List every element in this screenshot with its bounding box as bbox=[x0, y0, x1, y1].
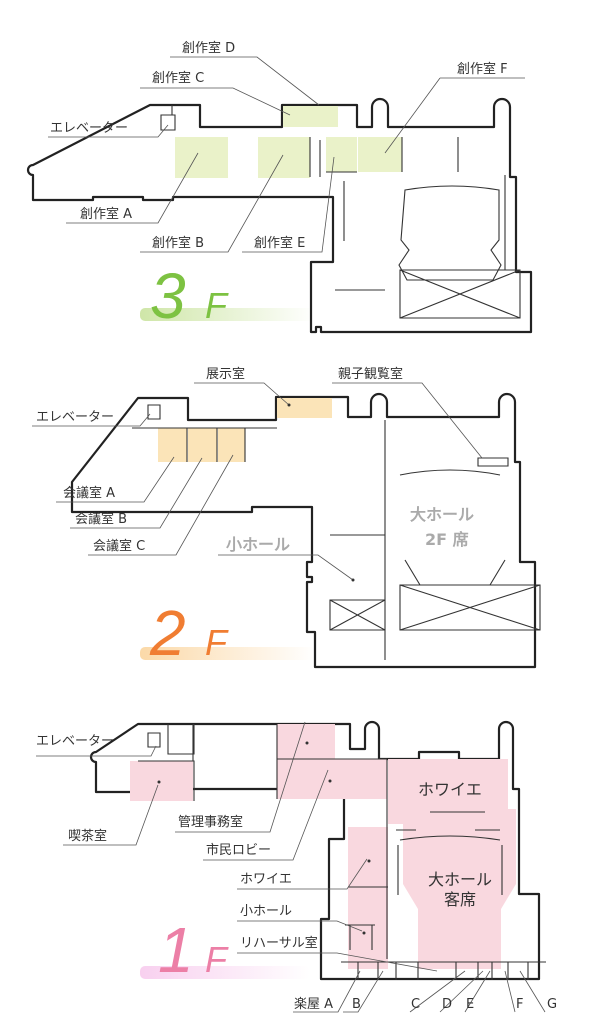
room-3f-f[interactable] bbox=[358, 137, 402, 172]
floor-3f-underline bbox=[140, 308, 315, 321]
label-1f-cafe: 喫茶室 bbox=[68, 828, 107, 844]
label-2f-conf-b: 会議室 B bbox=[75, 511, 127, 527]
label-3f-room-e: 創作室 E bbox=[254, 235, 305, 251]
floor-3f-suffix: F bbox=[205, 285, 229, 326]
label-1f-elevator: エレベーター bbox=[36, 734, 114, 749]
floor-2f-outline bbox=[70, 392, 537, 669]
label-1f-dressing-g: G bbox=[547, 997, 557, 1012]
label-2f-elevator: エレベーター bbox=[36, 410, 114, 425]
label-1f-lobby: 市民ロビー bbox=[206, 842, 271, 858]
room-2f-conf-c[interactable] bbox=[218, 428, 245, 462]
room-1f-office[interactable] bbox=[277, 724, 335, 759]
label-2f-big-hall: 大ホール bbox=[410, 505, 474, 524]
floor-2f-number: 2 bbox=[149, 597, 186, 669]
label-3f-room-d: 創作室 D bbox=[182, 40, 235, 56]
label-1f-dressing-c: C bbox=[411, 997, 420, 1012]
label-1f-dressing-b: B bbox=[352, 997, 361, 1012]
label-1f-big-hall: 大ホール bbox=[428, 870, 492, 889]
label-1f-dressing-a: 楽屋 A bbox=[294, 996, 333, 1012]
label-3f-room-c: 創作室 C bbox=[152, 70, 204, 86]
room-3f-e[interactable] bbox=[326, 137, 357, 172]
room-1f-small-hall[interactable] bbox=[348, 827, 388, 969]
label-3f-elevator: エレベーター bbox=[50, 121, 128, 136]
label-2f-conf-c: 会議室 C bbox=[93, 538, 145, 554]
room-2f-conf-a[interactable] bbox=[158, 428, 187, 462]
room-1f-cafe[interactable] bbox=[130, 761, 193, 801]
room-3f-b[interactable] bbox=[258, 137, 310, 178]
floor-1f-underline bbox=[140, 966, 310, 979]
floor-2f-suffix: F bbox=[205, 622, 229, 663]
room-3f-a[interactable] bbox=[175, 137, 228, 178]
floor-1f-number: 1 bbox=[158, 914, 194, 986]
room-2f-conf-b[interactable] bbox=[188, 428, 217, 462]
floor-1f: エレベーター 喫茶室 管理事務室 市民ロビー ホワイエ 小ホール リハーサル室 … bbox=[36, 720, 557, 1013]
room-3f-c[interactable] bbox=[283, 106, 311, 127]
floor-3f-outline bbox=[26, 97, 533, 334]
label-1f-foyer: ホワイエ bbox=[240, 872, 292, 887]
floor-2f: 展示室 親子観覧室 エレベーター 会議室 A 会議室 B 会議室 C 小ホール … bbox=[32, 366, 541, 669]
label-3f-room-f: 創作室 F bbox=[457, 61, 508, 77]
floor-2f-underline bbox=[140, 647, 315, 660]
label-1f-rehearsal: リハーサル室 bbox=[240, 935, 318, 951]
label-1f-big-hall-seats: 客席 bbox=[444, 890, 476, 909]
room-3f-d[interactable] bbox=[311, 106, 338, 127]
label-1f-dressing-f: F bbox=[516, 997, 523, 1012]
floor-1f-suffix: F bbox=[205, 939, 229, 980]
label-2f-big-hall-seats: 2F 席 bbox=[425, 530, 469, 549]
label-2f-family-room: 親子観覧室 bbox=[338, 366, 403, 382]
label-1f-foyer-main: ホワイエ bbox=[418, 780, 482, 799]
label-2f-conf-a: 会議室 A bbox=[63, 485, 115, 501]
label-1f-office: 管理事務室 bbox=[178, 814, 243, 830]
label-2f-small-hall: 小ホール bbox=[226, 535, 290, 554]
floor-3f-number: 3 bbox=[150, 260, 186, 332]
label-1f-dressing-d: D bbox=[442, 997, 452, 1012]
label-3f-room-b: 創作室 B bbox=[152, 235, 204, 251]
room-2f-exhibition[interactable] bbox=[277, 398, 332, 418]
room-1f-lobby[interactable] bbox=[277, 759, 387, 799]
label-2f-exhibition: 展示室 bbox=[206, 366, 245, 382]
label-1f-dressing-e: E bbox=[466, 997, 474, 1012]
label-3f-room-a: 創作室 A bbox=[80, 206, 132, 222]
floor-3f: 創作室 D 創作室 C エレベーター 創作室 F 創作室 A 創作室 B 創作室… bbox=[26, 40, 533, 334]
label-1f-small-hall: 小ホール bbox=[240, 904, 292, 919]
